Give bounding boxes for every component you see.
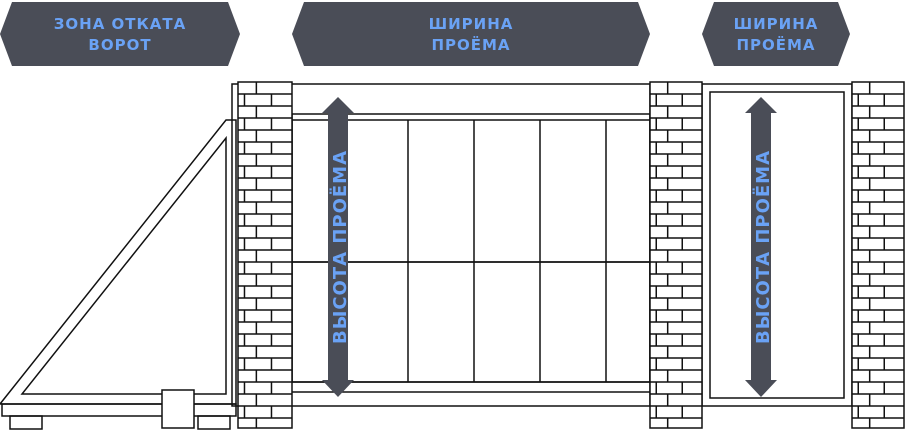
- wicket-opening-width-label-line1: ШИРИНА: [734, 15, 819, 33]
- gate-leaf: [231, 83, 651, 407]
- rollback-zone-label-line2: ВОРОТ: [88, 36, 151, 54]
- gate-opening-width-banner: ШИРИНА ПРОЁМА: [292, 2, 650, 66]
- gate-opening-width-label-line1: ШИРИНА: [429, 15, 514, 33]
- brick-pillar-middle: [649, 81, 703, 429]
- wicket-door: [701, 83, 853, 407]
- ground-rail: [1, 403, 237, 430]
- gate-height-label: ВЫСОТА ПРОЁМА: [329, 150, 351, 344]
- rollback-zone-banner: ЗОНА ОТКАТА ВОРОТ: [0, 2, 240, 66]
- wicket-opening-width-label-line2: ПРОЁМА: [736, 35, 815, 54]
- brick-pillar-left: [237, 81, 293, 429]
- wicket-height-arrow: ВЫСОТА ПРОЁМА: [745, 97, 777, 397]
- wicket-opening-width-banner: ШИРИНА ПРОЁМА: [702, 2, 850, 66]
- gate-height-arrow: ВЫСОТА ПРОЁМА: [322, 97, 354, 397]
- wicket-height-label: ВЫСОТА ПРОЁМА: [752, 150, 774, 344]
- brick-pillar-right: [851, 81, 905, 429]
- cantilever-support: [0, 119, 237, 429]
- rollback-zone-label-line1: ЗОНА ОТКАТА: [54, 15, 187, 33]
- gate-opening-width-label-line2: ПРОЁМА: [431, 35, 510, 54]
